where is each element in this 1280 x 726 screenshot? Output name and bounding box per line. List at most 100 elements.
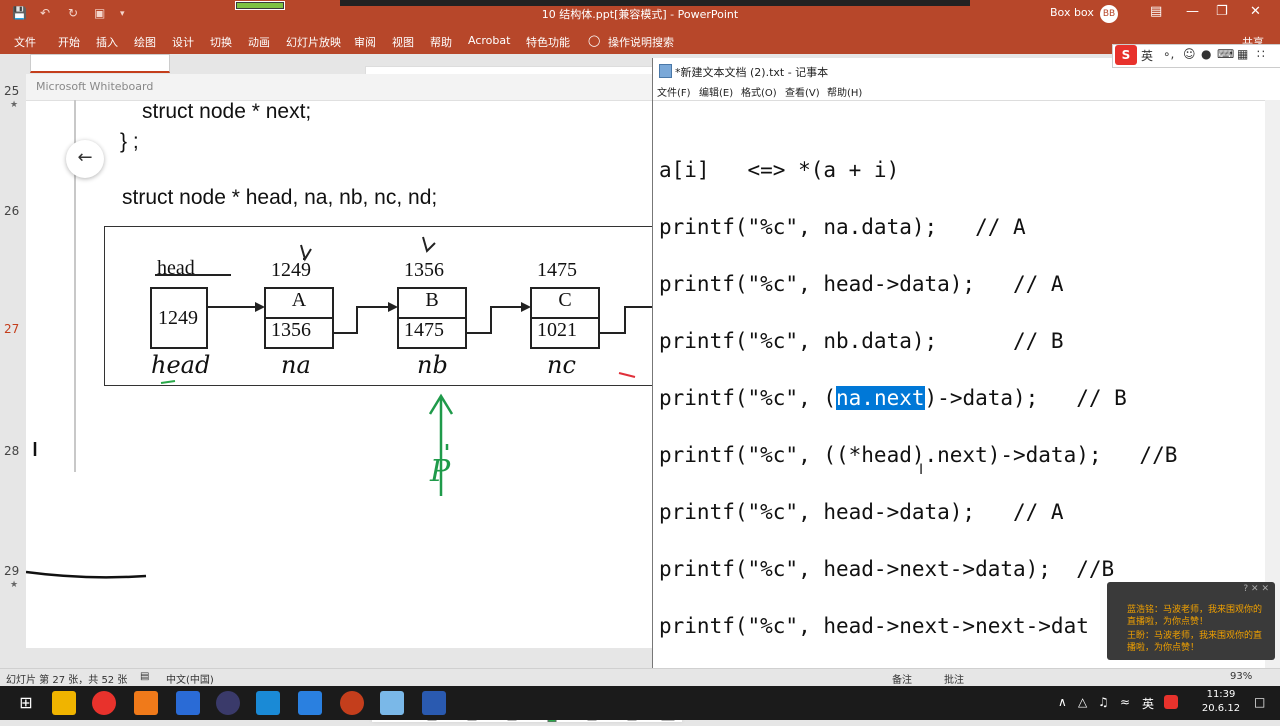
punctuation-icon[interactable]: ∘,: [1163, 47, 1175, 61]
slide-number-25[interactable]: 25: [4, 84, 20, 98]
ime-language-mode[interactable]: 英: [1141, 49, 1154, 63]
tab-slideshow[interactable]: 幻灯片放映: [286, 36, 341, 49]
tell-me-search[interactable]: 操作说明搜索: [608, 36, 674, 49]
wifi-icon[interactable]: ≈: [1120, 695, 1131, 709]
chrome-icon[interactable]: [92, 691, 116, 715]
file-explorer-icon[interactable]: [52, 691, 76, 715]
label-address: 1475: [537, 259, 577, 281]
ime-toolbar: S 英 ∘, ☺ ● ⌨ ▦ ∷: [1112, 44, 1280, 68]
ime-logo[interactable]: S: [1115, 45, 1137, 65]
tab-draw[interactable]: 绘图: [134, 36, 156, 49]
user-name[interactable]: Box box: [1050, 6, 1094, 19]
ribbon-display-icon[interactable]: ▤: [1150, 4, 1163, 19]
slide-number-26[interactable]: 26: [4, 204, 20, 218]
microphone-icon[interactable]: ●: [1201, 47, 1212, 61]
tab-transitions[interactable]: 切换: [210, 36, 232, 49]
input-language[interactable]: 英: [1142, 697, 1155, 711]
lightbulb-icon: ◯: [588, 34, 601, 47]
minimize-icon[interactable]: —: [1186, 4, 1199, 19]
label-head: head: [157, 257, 195, 279]
spellcheck-icon[interactable]: ▤: [140, 671, 150, 682]
text-line: a[i] <=> *(a + i): [659, 158, 900, 182]
vertical-scrollbar[interactable]: [1265, 100, 1280, 676]
star-icon: ★: [10, 100, 19, 110]
ribbon-tabs: 文件 开始 插入 绘图 设计 切换 动画 幻灯片放映 审阅 视图 帮助 Acro…: [0, 28, 1280, 54]
text-segment: printf("%c", (: [659, 386, 837, 410]
eclipse-icon[interactable]: [216, 691, 240, 715]
keyboard-icon[interactable]: ⌨: [1217, 47, 1235, 61]
zoom-level[interactable]: 93%: [1230, 671, 1253, 682]
tab-review[interactable]: 审阅: [354, 36, 376, 49]
back-arrow-icon[interactable]: ←: [66, 140, 104, 178]
node-data: B: [425, 289, 439, 311]
chat-controls-icon[interactable]: ? ✕ ✕: [1243, 584, 1269, 594]
tab-home[interactable]: 开始: [58, 36, 80, 49]
menu-help[interactable]: 帮助(H): [827, 88, 863, 99]
chat-message: 王盼：马波老师，我来围观你的直播啦，为你点赞！: [1127, 631, 1263, 653]
menu-format[interactable]: 格式(O): [741, 88, 777, 99]
text-line: printf("%c", head->data); // A: [659, 272, 1064, 296]
menu-view[interactable]: 查看(V): [785, 88, 820, 99]
emoji-icon[interactable]: ☺: [1183, 47, 1196, 61]
avatar[interactable]: BB: [1100, 5, 1118, 23]
tools-icon[interactable]: ∷: [1257, 47, 1265, 61]
comments-button[interactable]: 批注: [944, 675, 964, 686]
chat-message: 蓝浩铭：马波老师，我来围观你的直播啦，为你点赞！: [1127, 605, 1263, 627]
slide-thumbnail[interactable]: [30, 54, 170, 73]
menu-file[interactable]: 文件(F): [657, 88, 691, 99]
head-box-value: 1249: [158, 307, 198, 329]
customize-toolbar-icon[interactable]: ▾: [120, 9, 125, 19]
app-icon[interactable]: [134, 691, 158, 715]
whiteboard-title-bar: Microsoft Whiteboard: [26, 74, 656, 101]
app-icon[interactable]: [298, 691, 322, 715]
windows-start-icon[interactable]: ⊞: [19, 693, 33, 712]
text-line: printf("%c", nb.data); // B: [659, 329, 1064, 353]
app-icon[interactable]: [256, 691, 280, 715]
tab-acrobat[interactable]: Acrobat: [468, 34, 511, 47]
label-address: 1356: [404, 259, 444, 281]
window-title: 10 结构体.ppt[兼容模式] - PowerPoint: [541, 8, 739, 21]
whiteboard-taskbar-icon[interactable]: [422, 691, 446, 715]
skin-icon[interactable]: ▦: [1237, 47, 1249, 61]
tab-file[interactable]: 文件: [14, 36, 36, 49]
sogou-tray-icon[interactable]: [1164, 695, 1178, 709]
text-selection[interactable]: na.next: [836, 386, 925, 410]
menu-edit[interactable]: 编辑(E): [699, 88, 734, 99]
notepad-text-area[interactable]: a[i] <=> *(a + i) printf("%c", na.data);…: [659, 100, 1219, 676]
tab-help[interactable]: 帮助: [430, 36, 452, 49]
text-segment: )->data); // B: [924, 386, 1127, 410]
maximize-icon[interactable]: ❐: [1216, 4, 1228, 19]
redo-icon[interactable]: ↻: [68, 6, 79, 20]
clock-time: 11:39: [1206, 689, 1236, 700]
volume-icon[interactable]: ♫: [1098, 695, 1109, 709]
close-icon[interactable]: ✕: [1250, 4, 1261, 19]
handwritten-label: nc: [547, 351, 576, 379]
save-icon[interactable]: 💾: [12, 6, 27, 20]
slideshow-icon[interactable]: ▣: [94, 6, 106, 20]
node-next: 1475: [404, 319, 444, 341]
clock-date: 20.6.12: [1201, 703, 1241, 714]
network-icon[interactable]: △: [1078, 695, 1088, 709]
slide-number-29[interactable]: 29: [4, 564, 20, 578]
notes-button[interactable]: 备注: [892, 675, 912, 686]
node-next: 1021: [537, 319, 577, 341]
handwritten-label: nb: [417, 351, 448, 379]
slide-number-28[interactable]: 28: [4, 444, 20, 458]
notification-icon[interactable]: □: [1254, 695, 1266, 709]
tab-design[interactable]: 设计: [172, 36, 194, 49]
notepad-taskbar-icon[interactable]: [380, 691, 404, 715]
slide-number-27[interactable]: 27: [4, 322, 20, 336]
tab-animations[interactable]: 动画: [248, 36, 270, 49]
clock[interactable]: 11:39 20.6.12: [1196, 688, 1246, 716]
tab-features[interactable]: 特色功能: [526, 36, 570, 49]
slide-thumbnail-strip: 25 ★ 26 27 28 29 ★: [0, 54, 28, 668]
language-status[interactable]: 中文(中国): [166, 675, 214, 686]
tab-insert[interactable]: 插入: [96, 36, 118, 49]
whiteboard-title: Microsoft Whiteboard: [36, 80, 154, 93]
tab-view[interactable]: 视图: [392, 36, 414, 49]
undo-icon[interactable]: ↶: [40, 6, 51, 20]
app-icon[interactable]: [176, 691, 200, 715]
chevron-up-icon[interactable]: ∧: [1058, 695, 1067, 709]
node-next: 1356: [271, 319, 311, 341]
powerpoint-icon[interactable]: [340, 691, 364, 715]
